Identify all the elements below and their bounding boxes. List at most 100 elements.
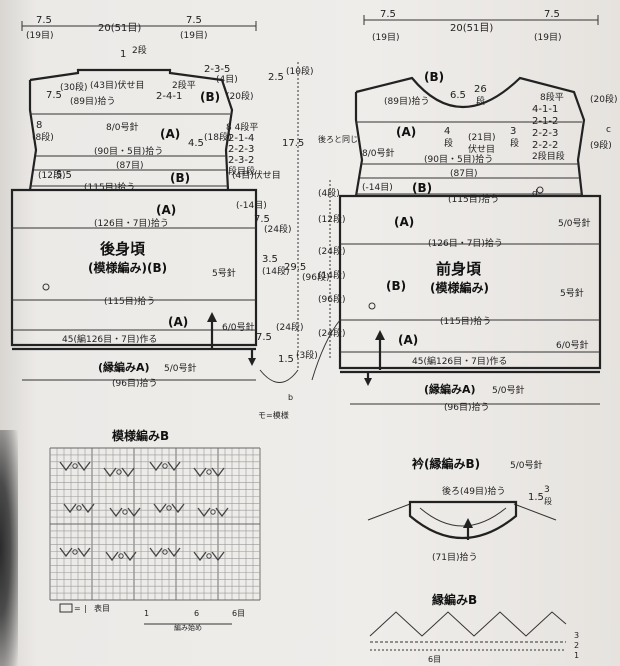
back-top-right-width: 7.5 xyxy=(186,15,202,26)
back-left-rows-b: (8段) xyxy=(32,131,54,143)
back-right-rows-14: (14段) xyxy=(262,265,289,277)
back-shoulder-flat: 2段平 xyxy=(172,79,196,91)
front-mark-c: c xyxy=(606,125,611,135)
chart-motif xyxy=(59,461,91,472)
chart-motif xyxy=(63,503,95,514)
back-neck-rows-b: 2段 xyxy=(132,44,147,56)
back-top-mid-width: 20(51目) xyxy=(98,23,141,34)
front-needle-5: 5/0号針 xyxy=(558,217,591,229)
front-neck-3: 3 xyxy=(510,126,516,137)
back-total-h: 29.5 xyxy=(284,262,306,273)
back-dec-seq2: 2-2-3 xyxy=(228,144,254,155)
back-ribbing-needle: 5/0号針 xyxy=(164,362,197,374)
front-right-rows-20: (20段) xyxy=(590,93,617,105)
collar-needle: 5/0号針 xyxy=(510,459,543,471)
front-pickup-115a: (115目)拾う xyxy=(448,193,499,205)
back-shoulder-dec2: 2-4-1 xyxy=(156,91,182,102)
back-left-neck-rows: (30段) xyxy=(60,81,87,93)
front-minus-14: (-14目) xyxy=(362,182,393,193)
front-left-rows-96: (96段) xyxy=(318,293,345,305)
back-shoulder-dec1: 2-3-5 xyxy=(204,64,230,75)
back-top-right-sts: (19目) xyxy=(180,30,207,41)
collar-rows-b: 段 xyxy=(544,496,552,506)
front-needle-5b: 5号針 xyxy=(560,287,584,299)
edging-row1: 1 xyxy=(574,651,579,660)
back-left-rows-12: (12段) xyxy=(38,169,65,181)
front-dec-seq1: 4-1-1 xyxy=(532,104,558,115)
front-title: 前身頃 xyxy=(436,260,482,278)
back-bind-4: (4目)伏せ目 xyxy=(232,169,281,181)
back-pickup-115a: (115目)拾う xyxy=(84,181,135,193)
chart-motif xyxy=(105,551,137,562)
front-pickup-126: (126目・7目)拾う xyxy=(428,237,503,249)
front-dec-seq5: 2段目段 xyxy=(532,150,565,162)
front-neck-4: 4 xyxy=(444,126,450,137)
chart-motif-yo xyxy=(118,553,124,559)
collar: 衿(縁編みB) 5/0号針 後ろ(49目)拾う 1.5 3 段 (71目)拾う xyxy=(367,456,557,563)
collar-h: 1.5 xyxy=(528,492,544,503)
front-shoulder-label: (B) xyxy=(424,70,444,84)
edging-sts: 6目 xyxy=(428,655,441,664)
front-bottom-sts: (96目)拾う xyxy=(444,401,489,413)
front-pickup-90: (90目・5目)拾う xyxy=(424,153,493,165)
front-neck-rows: 26 xyxy=(474,84,487,95)
front-left-rows-4: (4段) xyxy=(318,187,340,199)
back-needle-6: 6/0号針 xyxy=(222,321,255,333)
chart-motif xyxy=(149,461,181,472)
back-ribbing: (縁編みA) xyxy=(98,360,150,374)
back-right-h4: 7.5 xyxy=(254,214,270,225)
back-pattern-b1: (B) xyxy=(170,171,190,185)
front-ribbing: (縁編みA) xyxy=(424,382,476,396)
chart-motif xyxy=(109,507,141,518)
chart-motif-yo xyxy=(162,463,168,469)
front-neck-bind: (21目) xyxy=(468,132,495,143)
chart-motif-yo xyxy=(206,553,212,559)
front-neck-h: 6.5 xyxy=(450,90,466,101)
back-outline-left-top xyxy=(28,80,38,191)
legend-eq: = xyxy=(74,604,81,613)
collar-front-pickup: (71目)拾う xyxy=(432,551,477,563)
front-neck-pickup: (89目)拾う xyxy=(384,95,429,107)
chart-motif xyxy=(197,507,229,518)
back-neck-rows-a: 1 xyxy=(120,49,126,60)
back-right-rows-24b: (24段) xyxy=(276,321,303,333)
chart-motif-yo xyxy=(166,505,172,511)
chart-motif-yo xyxy=(206,469,212,475)
back-left-h1: 7.5 xyxy=(46,90,62,101)
chart-motif-yo xyxy=(210,509,216,515)
chart-motif xyxy=(59,547,91,558)
back-top-left-width: 7.5 xyxy=(36,15,52,26)
chart-motif-yo xyxy=(116,469,122,475)
collar-back-pickup: 後ろ(49目)拾う xyxy=(442,485,505,497)
back-top-left-sts: (19目) xyxy=(26,30,53,41)
back-shoulder-rows: (20段) xyxy=(226,90,253,102)
back-pickup-126: (126目・7目)拾う xyxy=(94,217,169,229)
back-shoulder-h-rows: (10段) xyxy=(286,65,313,77)
chart-motif-yo xyxy=(72,463,78,469)
front-left-rows-24: (24段) xyxy=(318,245,345,257)
chart-b-title: 模様編みB xyxy=(112,428,169,443)
chart-mark-6b: 6 xyxy=(194,609,199,618)
front-needle-1: 8/0号針 xyxy=(362,147,395,159)
front-dec-seq2: 2-1-2 xyxy=(532,116,558,127)
back-dec-seq3: 2-3-2 xyxy=(228,155,254,166)
collar-title: 衿(縁編みB) xyxy=(412,456,480,471)
chart-motif xyxy=(193,551,225,562)
chart-b: 模様編みB = | 表目 1 6 6目 編み始め xyxy=(49,428,261,632)
back-shoulder-dec1-sts: (4目) xyxy=(216,74,238,85)
front-pattern-b1: (B) xyxy=(412,181,432,195)
front-neck-bind2: 伏せ目 xyxy=(468,143,495,155)
front-body-outline xyxy=(338,194,602,370)
edging-b: 縁編みB 3 2 1 6目 xyxy=(369,592,579,664)
chart-motif-yo xyxy=(72,549,78,555)
back-total-rows: (96段) xyxy=(302,271,329,283)
front-pickup-115b: (115目)拾う xyxy=(440,315,491,327)
back-left-h2-rows: (18段) xyxy=(204,131,231,143)
front-neck-4-b: 段 xyxy=(444,137,453,149)
front-top-right-sts: (19目) xyxy=(534,32,561,43)
back-needle-5: 5号針 xyxy=(212,267,236,279)
edging-b-title: 縁編みB xyxy=(432,592,477,607)
front-neck-3-b: 段 xyxy=(510,137,519,149)
front-left-rows-12: (12段) xyxy=(318,213,345,225)
